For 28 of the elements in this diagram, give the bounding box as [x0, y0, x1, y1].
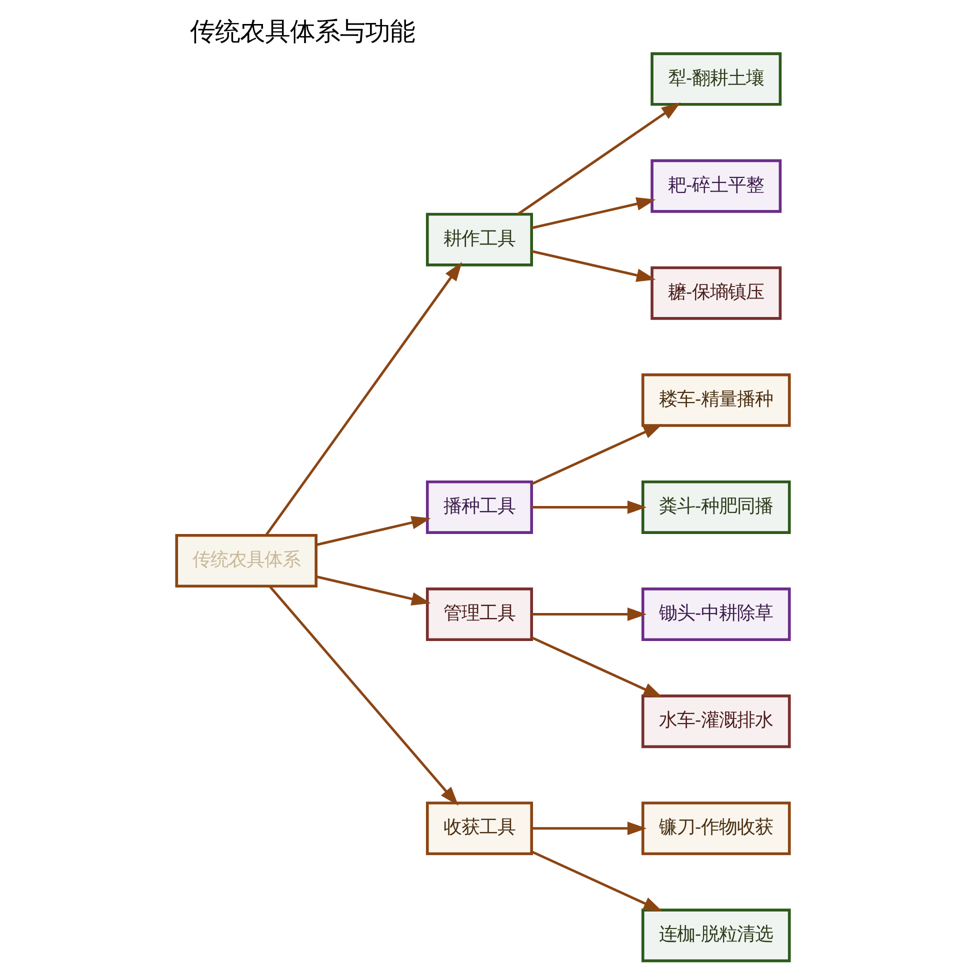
arrow: [530, 424, 662, 486]
arrow: [531, 500, 646, 514]
node-box: 耕作工具: [425, 212, 532, 266]
node-box: 管理工具: [425, 588, 532, 642]
arrow: [516, 102, 680, 216]
node-box: 连枷-脱粒清选: [640, 908, 790, 962]
node-box: 耙-碎土平整: [650, 159, 782, 213]
node-box: 粪斗-种肥同播: [640, 480, 790, 534]
arrow: [531, 822, 646, 836]
arrow: [530, 850, 662, 912]
arrow: [531, 608, 646, 621]
node-box: 镰刀-作物收获: [640, 802, 790, 856]
node-box: 传统农具体系: [174, 534, 317, 588]
node-box: 水车-灌溉排水: [640, 694, 790, 748]
arrow: [264, 262, 462, 536]
arrow: [530, 636, 662, 698]
arrow: [315, 516, 430, 546]
arrow: [315, 575, 430, 606]
arrow: [268, 586, 458, 806]
node-box: 收获工具: [425, 802, 532, 856]
node-box: 犁-翻耕土壤: [650, 52, 782, 106]
diagram-title: 传统农具体系与功能: [190, 16, 415, 46]
node-box: 锄头-中耕除草: [640, 588, 790, 642]
node-box: 耱-保墒镇压: [650, 266, 782, 320]
arrow: [530, 197, 656, 230]
node-box: 耧车-精量播种: [640, 373, 790, 427]
arrow: [530, 250, 656, 282]
node-box: 播种工具: [425, 480, 532, 534]
